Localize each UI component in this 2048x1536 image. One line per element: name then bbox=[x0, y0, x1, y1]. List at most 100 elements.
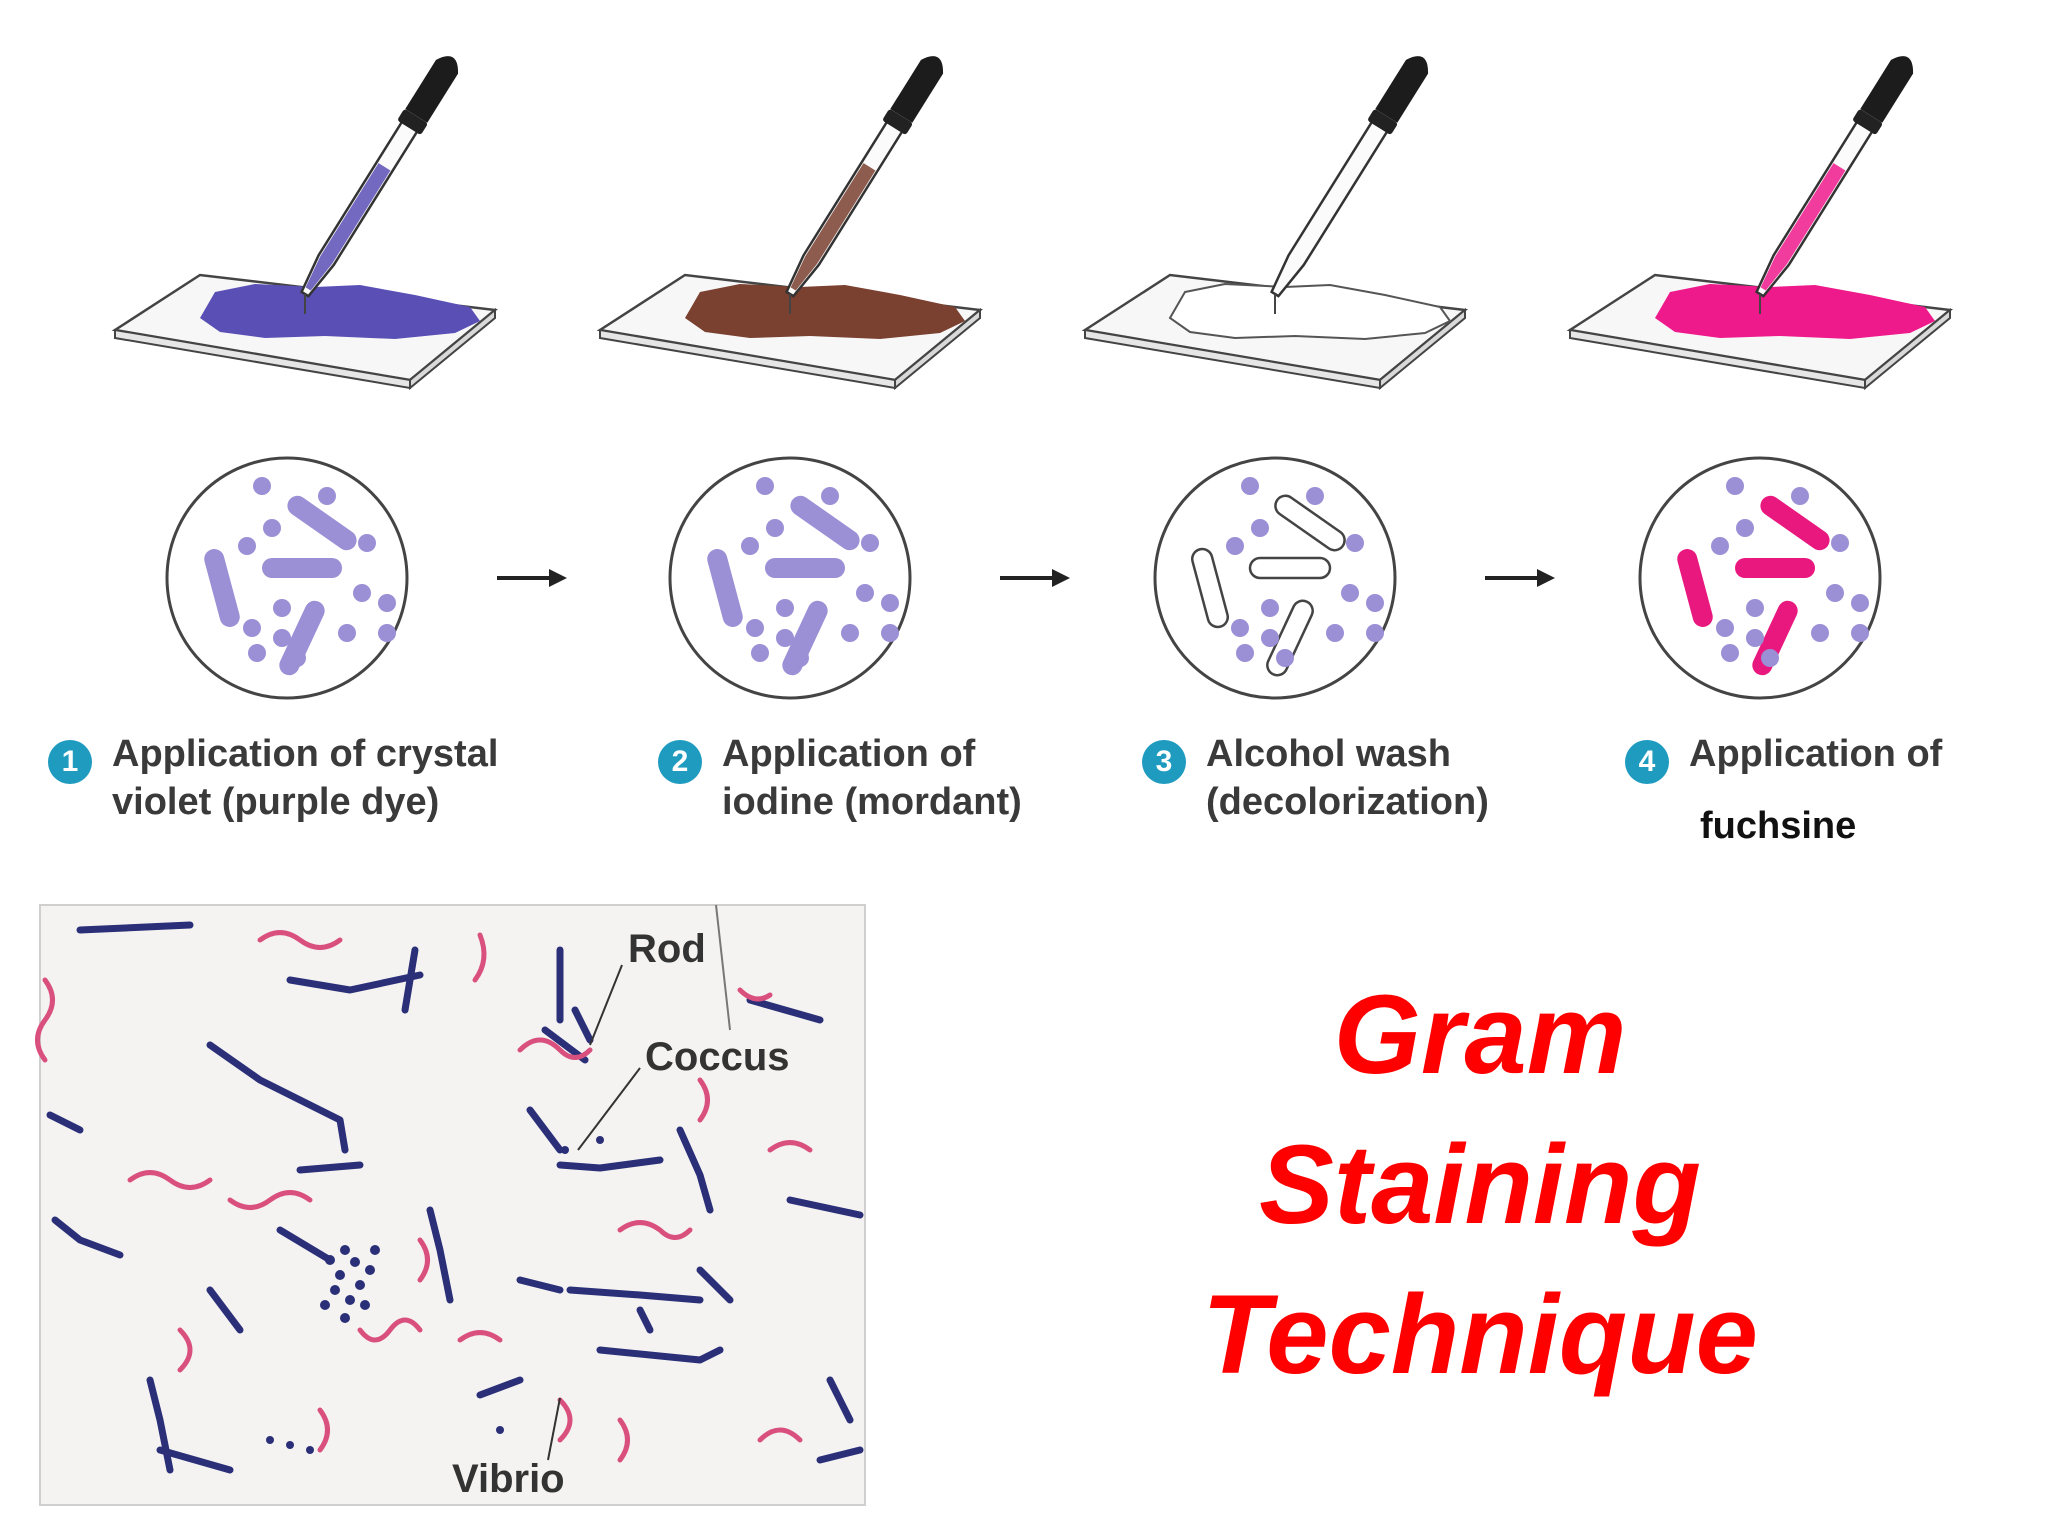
rod-cell-stained-purple bbox=[476, 1376, 524, 1399]
coccus-cell bbox=[358, 534, 376, 552]
field-circle-4 bbox=[1638, 456, 1882, 700]
arrow-icon bbox=[1052, 569, 1070, 587]
coccus-cell bbox=[1261, 629, 1279, 647]
step-2-caption-line2: iodine (mordant) bbox=[722, 781, 1022, 823]
coccus-cell bbox=[253, 477, 271, 495]
vibrio-cell-stained-pink bbox=[257, 930, 343, 950]
coccus-cell bbox=[856, 584, 874, 602]
arrow-icon bbox=[1537, 569, 1555, 587]
coccus-cell bbox=[378, 624, 396, 642]
coccus-cluster-cell bbox=[345, 1295, 355, 1305]
dye-smear bbox=[685, 284, 965, 339]
rod-cell bbox=[1190, 547, 1230, 629]
coccus-cell-small bbox=[561, 1146, 569, 1154]
coccus-cell bbox=[248, 644, 266, 662]
coccus-cell bbox=[1736, 519, 1754, 537]
rod-cell bbox=[204, 549, 240, 627]
rod-cell bbox=[1735, 558, 1815, 578]
dropper-collar bbox=[1368, 109, 1398, 135]
coccus-cell bbox=[861, 534, 879, 552]
rod-cell bbox=[765, 558, 845, 578]
coccus-cell bbox=[1251, 519, 1269, 537]
coccus-cell bbox=[378, 594, 396, 612]
vibrio-cell-stained-pink bbox=[472, 932, 487, 983]
coccus-cell bbox=[1716, 619, 1734, 637]
vibrio-cell-stained-pink bbox=[767, 1140, 813, 1153]
rod-cell bbox=[790, 495, 860, 551]
vibrio-cell-stained-pink bbox=[357, 1317, 423, 1343]
coccus-cell bbox=[766, 519, 784, 537]
coccus-cell bbox=[1241, 477, 1259, 495]
coccus-cluster-cell bbox=[350, 1257, 360, 1267]
coccus-cell bbox=[288, 649, 306, 667]
step-4-badge: 4 bbox=[1625, 740, 1669, 784]
vibrio-cell-stained-pink bbox=[177, 1327, 193, 1373]
rod-cell-stained-purple bbox=[786, 1196, 864, 1219]
coccus-cluster-cell bbox=[335, 1270, 345, 1280]
vibrio-cell-stained-pink bbox=[517, 1037, 593, 1060]
rod-cell-stained-purple bbox=[816, 1446, 864, 1464]
rod-cell-stained-purple bbox=[286, 971, 424, 994]
rod-cell-stained-purple bbox=[826, 1376, 854, 1424]
coccus-cell bbox=[318, 487, 336, 505]
coccus-cell bbox=[1711, 537, 1729, 555]
rod-cell-stained-purple bbox=[76, 921, 194, 934]
coccus-cell bbox=[1346, 534, 1364, 552]
coccus-cell bbox=[746, 619, 764, 637]
vibrio-pointer-line bbox=[547, 1397, 561, 1461]
rod-cell bbox=[1274, 494, 1346, 552]
rod-cell-stained-purple bbox=[636, 1306, 654, 1334]
coccus-cell bbox=[353, 584, 371, 602]
coccus-cluster-cell bbox=[360, 1300, 370, 1310]
coccus-cell bbox=[1236, 644, 1254, 662]
glass-slide-side bbox=[894, 307, 981, 391]
micrograph-edge-line bbox=[715, 904, 731, 1031]
coccus-cluster-cell bbox=[365, 1265, 375, 1275]
coccus-cell-small bbox=[306, 1446, 314, 1454]
vibrio-cell-stained-pink bbox=[617, 1220, 693, 1240]
coccus-cell bbox=[1366, 594, 1384, 612]
step-3-slide-group bbox=[1081, 56, 1469, 391]
dropper-collar bbox=[883, 109, 913, 135]
coccus-cell bbox=[238, 537, 256, 555]
dye-smear bbox=[200, 284, 480, 339]
step-1-slide-group bbox=[111, 56, 499, 391]
dropper-icon bbox=[1270, 56, 1429, 298]
step-3-caption-line2: (decolorization) bbox=[1206, 781, 1489, 823]
dye-smear bbox=[1168, 282, 1452, 341]
rod-cell-stained-purple bbox=[46, 1111, 84, 1134]
coccus-cell bbox=[263, 519, 281, 537]
arrow-icon bbox=[549, 569, 567, 587]
step-2-caption: Application of iodine (mordant) bbox=[722, 730, 1022, 826]
coccus-cell bbox=[756, 477, 774, 495]
dropper-icon bbox=[1755, 56, 1914, 298]
field-circle-2 bbox=[668, 456, 1070, 700]
coccus-cell-small bbox=[596, 1136, 604, 1144]
coccus-cluster-cell bbox=[325, 1255, 335, 1265]
rod-cell-stained-purple bbox=[676, 1126, 714, 1214]
coccus-cell bbox=[1761, 649, 1779, 667]
coccus-cell bbox=[776, 599, 794, 617]
coccus-cell bbox=[243, 619, 261, 637]
rod-cell-stained-purple bbox=[426, 1206, 454, 1304]
coccus-cell bbox=[821, 487, 839, 505]
dropper-icon bbox=[300, 56, 459, 298]
step-3-badge: 3 bbox=[1142, 740, 1186, 784]
step-4-slide-group bbox=[1566, 56, 1954, 391]
coccus-cell bbox=[1231, 619, 1249, 637]
coccus-cell bbox=[1341, 584, 1359, 602]
micrograph: Rod Coccus Vibrio bbox=[35, 904, 866, 1506]
rod-cell-stained-purple bbox=[746, 996, 824, 1024]
vibrio-label: Vibrio bbox=[452, 1457, 565, 1501]
step-1-caption: Application of crystal violet (purple dy… bbox=[112, 730, 498, 826]
coccus-cell bbox=[1226, 537, 1244, 555]
coccus-cell-small bbox=[286, 1441, 294, 1449]
rod-cell bbox=[1248, 556, 1332, 580]
rod-cell bbox=[707, 549, 743, 627]
step-4-dye-name: fuchsine bbox=[1700, 805, 1857, 847]
vibrio-cell-stained-pink bbox=[737, 987, 773, 1002]
coccus-cell bbox=[1831, 534, 1849, 552]
dropper-liquid bbox=[305, 163, 391, 291]
title-line1: Gram bbox=[1333, 972, 1627, 1097]
